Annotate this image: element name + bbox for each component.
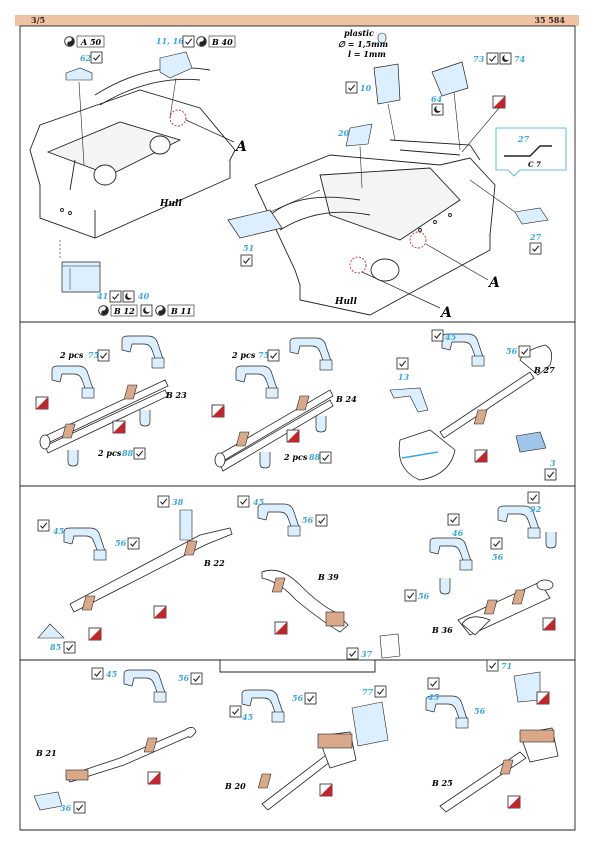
callout-45-b21: 45 — [106, 669, 118, 679]
kit-number: 35 584 — [534, 15, 565, 25]
panel-frames — [19, 25, 576, 831]
callout-56-b20: 56 — [292, 693, 304, 703]
callout-45-b20: 45 — [242, 712, 254, 722]
pe-part-11-16 — [159, 51, 193, 79]
two-pcs-88-b24: 2 pcs — [283, 452, 308, 462]
two-pcs-75-b23: 2 pcs — [59, 350, 84, 360]
callout-45-b27: 45 — [445, 332, 457, 342]
callout-73: 73 — [473, 54, 485, 64]
callout-a50: A 50 — [80, 37, 102, 47]
label-b25: B 25 — [431, 778, 453, 788]
callout-b12: B 12 — [113, 306, 135, 316]
callout-56-b21: 56 — [178, 673, 190, 683]
panel-tools-1: 2 pcs 75 2 pcs 88 B 23 2 pcs 75 2 pcs 88… — [35, 329, 557, 481]
detail-a-bottom: A — [439, 305, 452, 321]
panel-tools-2: 45 56 38 B 22 85 45 56 B 39 37 — [37, 491, 557, 660]
callout-88-b24: 88 — [309, 452, 321, 462]
label-b20: B 20 — [224, 781, 246, 791]
callout-56-b39: 56 — [302, 515, 314, 525]
tool-b27-shovel — [398, 344, 553, 481]
callout-45-b25: 45 — [428, 692, 440, 702]
callout-75-b24: 75 — [258, 350, 270, 360]
detail-box-c7 — [495, 127, 567, 177]
plastic-rod — [377, 32, 387, 44]
pe-part-51 — [227, 209, 283, 239]
page-number: 3/5 — [31, 15, 46, 25]
label-b36: B 36 — [431, 625, 453, 635]
callout-56-b36b: 56 — [418, 591, 430, 601]
callout-56-b25: 56 — [474, 706, 486, 716]
callout-40: 40 — [138, 291, 150, 301]
hull-right-drawing — [254, 139, 496, 316]
label-b24: B 24 — [335, 394, 357, 404]
callout-13: 13 — [398, 372, 410, 382]
label-b39: B 39 — [317, 572, 339, 582]
panel-hull-assembly: A Hull A 50 62 11, 16 B 40 41 40 B 12 B … — [29, 28, 567, 321]
pe-part-73 — [431, 61, 469, 97]
callout-45-b22: 45 — [53, 526, 65, 536]
callout-b40: B 40 — [211, 37, 233, 47]
pe-part-27 — [514, 207, 549, 225]
callout-b11: B 11 — [170, 306, 192, 316]
callout-51: 51 — [243, 243, 254, 253]
tool-b21 — [65, 727, 197, 783]
callout-41: 41 — [97, 291, 108, 301]
callout-3: 3 — [550, 458, 556, 468]
callout-36: 36 — [60, 803, 72, 813]
plastic-label: plastic — [344, 28, 374, 38]
hull-left-drawing — [29, 67, 236, 239]
label-b27: B 27 — [533, 365, 555, 375]
callout-64: 64 — [431, 94, 443, 104]
callout-27: 27 — [529, 232, 542, 242]
two-pcs-88-b23: 2 pcs — [97, 448, 122, 458]
label-b21: B 21 — [35, 748, 57, 758]
pe-part-20 — [345, 123, 373, 147]
pe-part-13 — [389, 387, 429, 413]
callout-77: 77 — [362, 687, 374, 697]
callout-71: 71 — [501, 661, 512, 671]
page-header: 3/5 35 584 — [15, 15, 579, 26]
detail-a-right: A — [487, 275, 500, 291]
callout-20: 20 — [337, 128, 350, 138]
callout-45-b39: 45 — [253, 497, 265, 507]
tool-b36 — [457, 579, 554, 636]
pe-part-3 — [515, 431, 547, 453]
callout-56-b27: 56 — [506, 346, 518, 356]
callout-27-detail: 27 — [517, 134, 530, 144]
label-b23: B 23 — [165, 390, 187, 400]
callout-38: 38 — [172, 497, 184, 507]
callout-74: 74 — [514, 54, 526, 64]
callout-92: 92 — [530, 504, 542, 514]
callout-c7: C 7 — [528, 160, 541, 169]
callout-75-b23: 75 — [88, 350, 100, 360]
plastic-diameter: ∅ = 1,5mm — [338, 39, 388, 49]
callout-10: 10 — [360, 83, 372, 93]
callout-56-b36: 56 — [492, 552, 504, 562]
callout-37: 37 — [361, 649, 373, 659]
detail-a-left: A — [234, 139, 247, 155]
hull-label-right: Hull — [334, 297, 357, 307]
callout-88-b23: 88 — [122, 448, 134, 458]
pe-part-62 — [65, 67, 93, 81]
tool-b23 — [39, 379, 169, 454]
pe-part-10 — [373, 63, 401, 105]
two-pcs-75-b24: 2 pcs — [231, 350, 256, 360]
callout-56-b22: 56 — [115, 538, 127, 548]
label-b22: B 22 — [203, 558, 225, 568]
callout-62: 62 — [80, 53, 92, 63]
callout-11-16: 11, 16 — [156, 36, 184, 46]
callout-46: 46 — [452, 528, 464, 538]
hull-label-left: Hull — [159, 199, 182, 209]
panel-tools-3: 45 56 B 21 36 45 56 77 B 20 — [33, 659, 559, 814]
callout-85: 85 — [50, 642, 62, 652]
plastic-length: l = 1mm — [348, 49, 386, 59]
pe-mudguard-41 — [61, 261, 101, 293]
